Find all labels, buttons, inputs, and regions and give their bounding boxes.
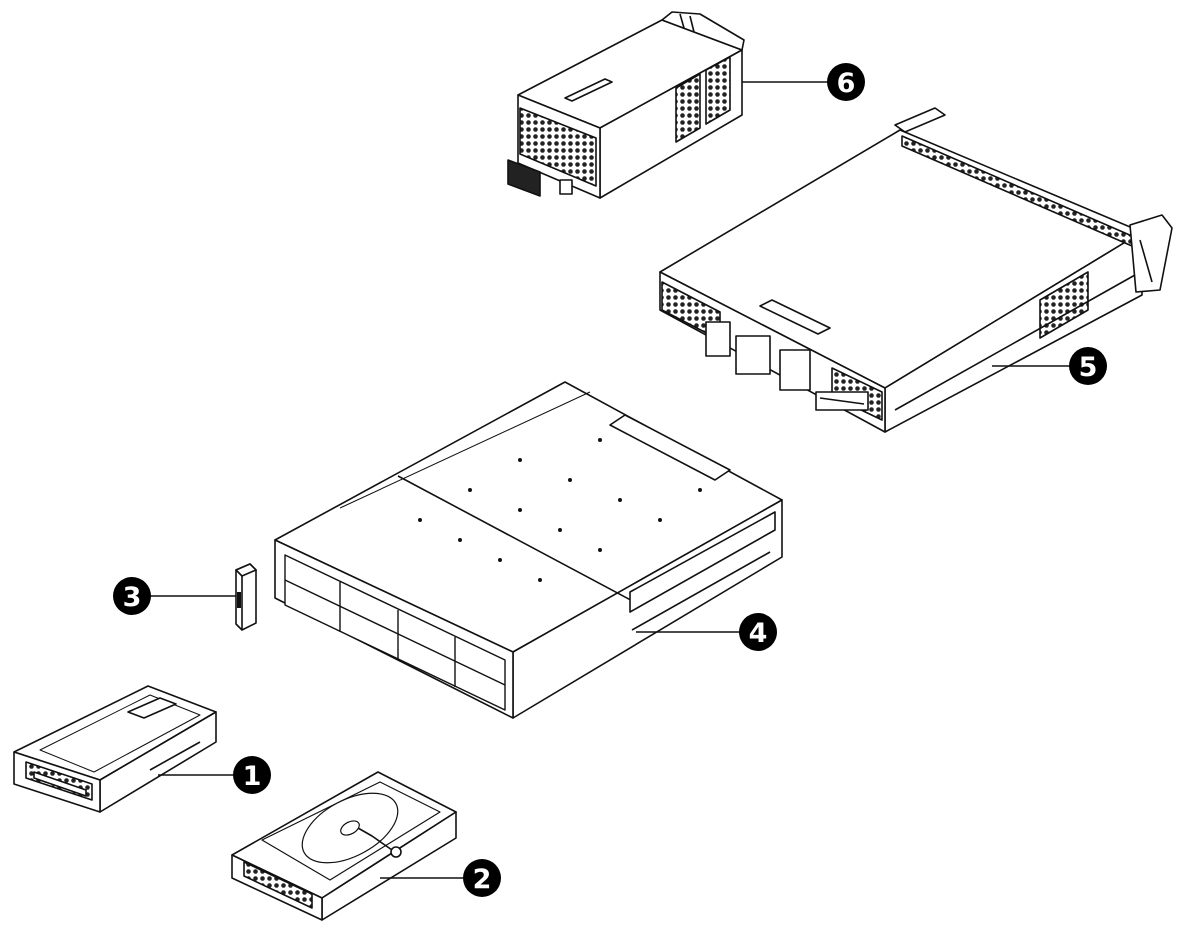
callout-number: 1 xyxy=(243,761,262,792)
callout-4: 4 xyxy=(739,613,777,651)
callout-circle xyxy=(827,63,865,101)
ear-cap xyxy=(235,563,257,631)
callout-circle xyxy=(233,756,271,794)
callout-2: 2 xyxy=(463,859,501,897)
callout-number: 2 xyxy=(473,864,492,895)
controller-module xyxy=(659,107,1173,433)
callout-circle xyxy=(463,859,501,897)
storage-chassis xyxy=(274,381,783,719)
callout-number: 5 xyxy=(1079,352,1098,383)
power-supply-unit xyxy=(507,11,745,199)
callout-1: 1 xyxy=(233,756,271,794)
leader-lines xyxy=(150,81,1070,879)
callout-circle xyxy=(739,613,777,651)
callout-5: 5 xyxy=(1069,347,1107,385)
callout-circle xyxy=(1069,347,1107,385)
callout-circle xyxy=(113,577,151,615)
hdd-with-tray xyxy=(231,771,457,921)
callout-number: 4 xyxy=(749,618,768,649)
hdd-tray xyxy=(13,685,217,813)
callout-6: 6 xyxy=(827,63,865,101)
callout-3: 3 xyxy=(113,577,151,615)
callout-number: 3 xyxy=(123,582,142,613)
callout-number: 6 xyxy=(837,68,856,99)
